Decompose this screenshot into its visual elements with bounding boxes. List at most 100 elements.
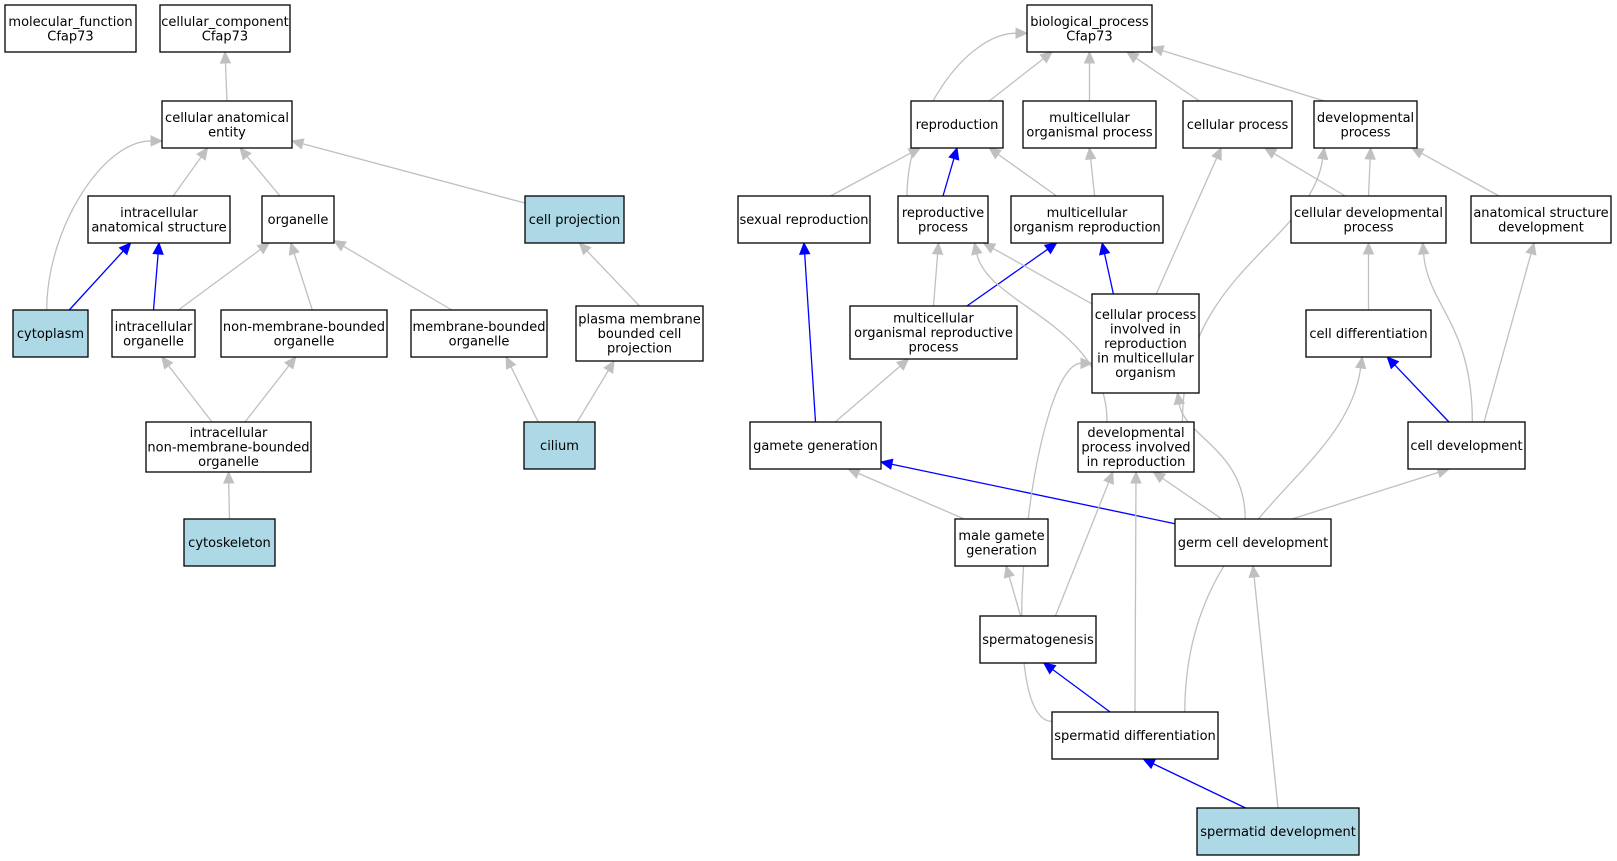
edge-cdp-to-dp xyxy=(1364,146,1376,197)
node-label: process xyxy=(918,220,968,235)
node-label: cell projection xyxy=(529,213,620,228)
node-label: cytoskeleton xyxy=(188,536,271,551)
node-cytosk[interactable]: cytoskeleton xyxy=(183,518,276,567)
node-box xyxy=(1174,518,1332,567)
node-label: in multicellular xyxy=(1097,352,1194,367)
edge-line xyxy=(1054,481,1110,617)
edge-line xyxy=(932,253,939,307)
arrowhead xyxy=(1083,50,1096,64)
node-sdiff[interactable]: spermatid differentiation xyxy=(1051,711,1219,760)
node-sexrep[interactable]: sexual reproduction xyxy=(737,195,871,244)
edge-sdiff-to-sperm xyxy=(1042,662,1111,713)
node-label: entity xyxy=(208,125,246,140)
node-cyto[interactable]: cytoplasm xyxy=(12,309,89,358)
node-cdiff[interactable]: cell differentiation xyxy=(1305,309,1432,358)
node-cproj[interactable]: cell projection xyxy=(524,195,625,244)
edge-mor-to-mop xyxy=(1084,146,1097,197)
node-box xyxy=(737,195,871,244)
node-org[interactable]: organelle xyxy=(261,195,335,244)
node-label: cellular anatomical xyxy=(165,111,289,126)
edge-cdev-to-asd xyxy=(1483,241,1537,423)
node-label: organelle xyxy=(198,455,259,470)
node-cdev[interactable]: cell development xyxy=(1407,421,1526,470)
edge-line xyxy=(1273,153,1346,197)
node-box xyxy=(159,4,291,53)
node-label: cellular developmental xyxy=(1294,206,1443,221)
edge-cpirmo-to-mor xyxy=(1099,241,1115,295)
node-inmbo[interactable]: intracellularnon-membrane-boundedorganel… xyxy=(145,421,312,473)
edge-asd-to-dp xyxy=(1410,147,1500,197)
edge-cae-to-cc xyxy=(219,50,232,102)
edge-iorg-to-ias xyxy=(152,241,164,311)
edge-line xyxy=(988,58,1044,102)
arrowhead xyxy=(505,355,517,370)
edge-line xyxy=(224,62,228,102)
node-label: involved in xyxy=(1110,323,1181,338)
node-label: bounded cell xyxy=(598,327,682,342)
edge-line xyxy=(1134,482,1137,713)
node-cilium[interactable]: cilium xyxy=(523,421,596,470)
node-label: multicellular xyxy=(893,312,974,327)
edge-cdev-to-cdiff xyxy=(1386,356,1450,423)
node-box xyxy=(1290,195,1447,244)
node-cp[interactable]: cellular process xyxy=(1182,100,1293,149)
arrowhead xyxy=(1099,241,1111,256)
node-sdev[interactable]: spermatid development xyxy=(1196,807,1360,856)
edge-line xyxy=(228,482,231,520)
arrowhead xyxy=(256,242,271,255)
edge-sperm-to-dpir xyxy=(1054,470,1114,617)
edge-cdiff-to-cdp xyxy=(1362,241,1375,310)
edge-line xyxy=(906,32,1017,197)
node-repro[interactable]: reproduction xyxy=(910,100,1004,149)
edge-cilium-to-mbo xyxy=(505,355,539,423)
arrowhead xyxy=(1080,357,1094,370)
arrowhead xyxy=(1152,471,1167,484)
node-box xyxy=(145,421,312,473)
edge-line xyxy=(1008,576,1022,617)
node-gcd[interactable]: germ cell development xyxy=(1174,518,1332,567)
edge-dp-to-bp xyxy=(1150,45,1325,102)
node-box xyxy=(220,309,388,358)
edge-line xyxy=(858,472,965,520)
edge-line xyxy=(891,463,1176,525)
arrowhead xyxy=(1084,146,1097,161)
edge-line xyxy=(1394,364,1450,423)
edge-line xyxy=(152,253,159,311)
edge-line xyxy=(1155,157,1218,295)
arrowhead xyxy=(1248,564,1260,579)
edge-line xyxy=(1421,152,1500,197)
edge-sdev-to-gcd xyxy=(1248,564,1279,809)
node-box xyxy=(1196,807,1360,856)
arrowhead xyxy=(1042,662,1057,675)
arrowhead xyxy=(150,135,164,147)
arrowhead xyxy=(196,147,209,161)
node-gg[interactable]: gamete generation xyxy=(749,421,882,470)
node-sperm[interactable]: spermatogenesis xyxy=(979,615,1097,664)
edge-line xyxy=(830,152,911,197)
node-label: process xyxy=(1344,220,1394,235)
node-label: developmental xyxy=(1087,426,1184,441)
arrowhead xyxy=(1263,147,1278,159)
edge-cyto-to-cae xyxy=(46,135,164,311)
edge-cdev-to-cdp xyxy=(1417,241,1473,423)
